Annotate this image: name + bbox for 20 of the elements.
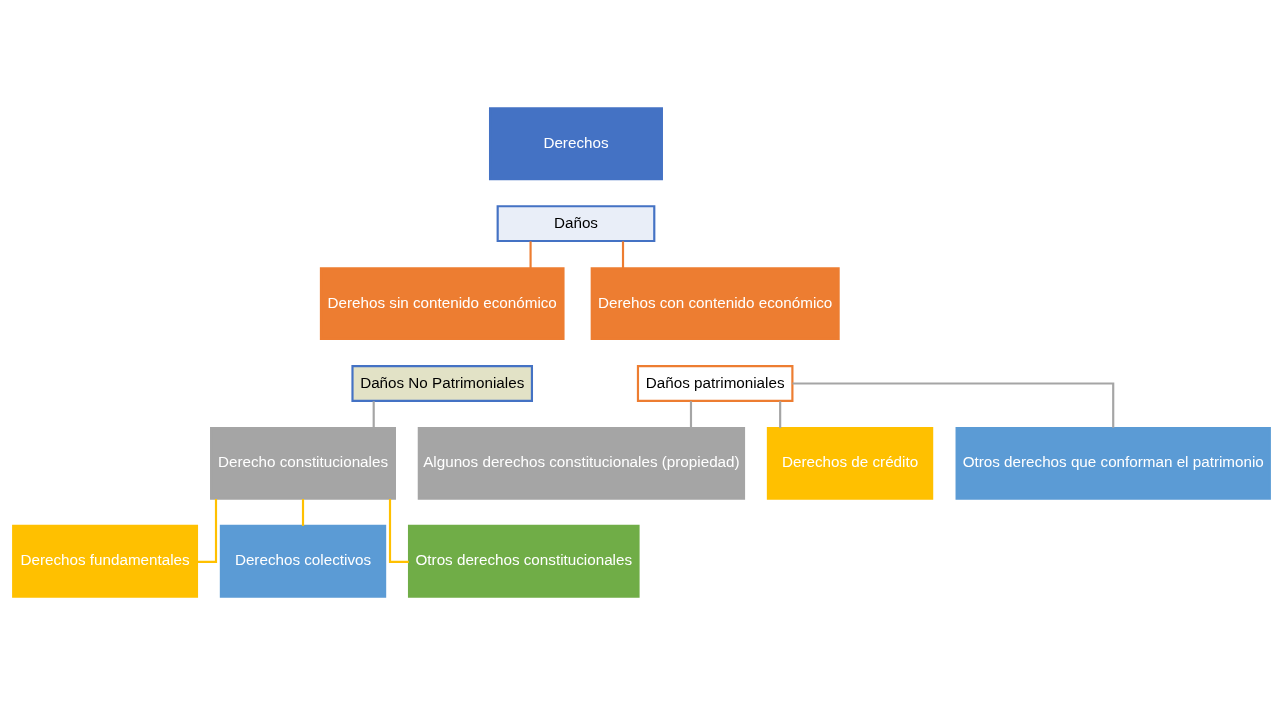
connector <box>301 498 305 526</box>
node-box: Derecho constitucionales <box>210 426 396 500</box>
node-box: Daños patrimoniales <box>636 364 794 402</box>
node-box: Daños No Patrimoniales <box>351 364 533 402</box>
connector <box>621 240 625 268</box>
connector <box>779 400 782 428</box>
connector <box>792 381 1115 428</box>
node-box: Algunos derechos constitucionales (propiedad) <box>417 426 746 500</box>
connector <box>372 400 375 428</box>
node-box: Derehos sin contenido económico <box>319 266 565 340</box>
node-box: Derechos fundamentales <box>12 524 199 598</box>
node-box: Otros derechos constitucionales <box>407 524 640 598</box>
node-box: Derehos con contenido económico <box>590 266 840 340</box>
node-box: Otros derechos que conforman el patrimonio <box>955 426 1271 500</box>
connector <box>689 400 693 428</box>
node-box: Derechos <box>488 106 663 180</box>
node-box: Daños <box>496 204 656 242</box>
node-box: Derechos de crédito <box>766 426 934 500</box>
node-box: Derechos colectivos <box>219 524 387 598</box>
connector <box>529 240 532 268</box>
